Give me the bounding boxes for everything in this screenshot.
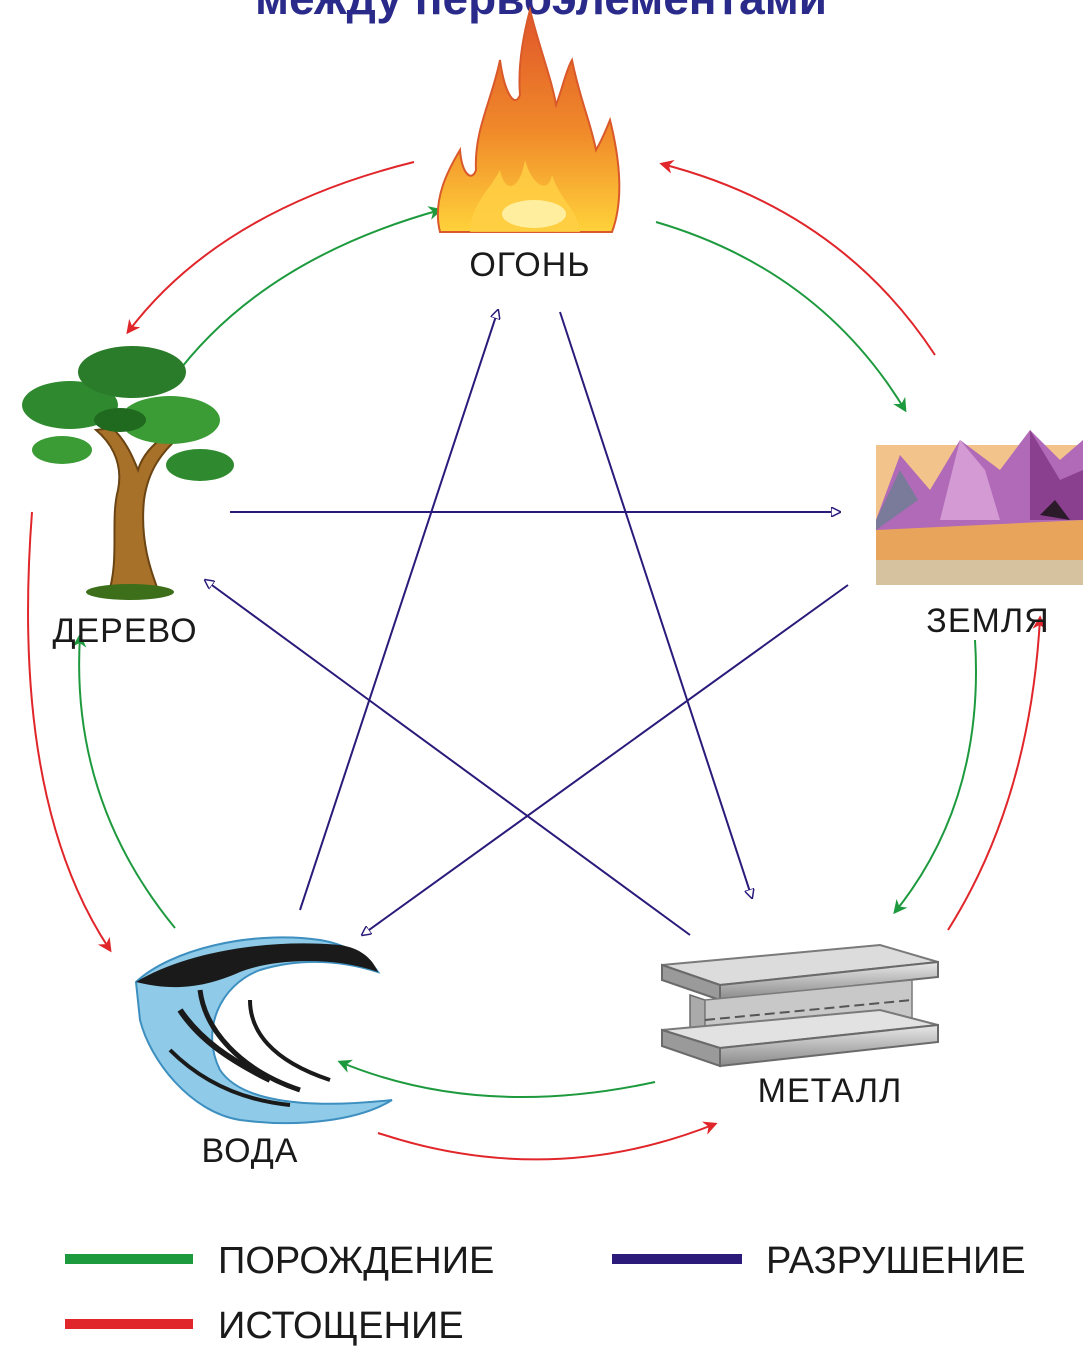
destruction-arrows	[205, 310, 848, 935]
legend-item-generation: ПОРОЖДЕНИЕ	[65, 1240, 494, 1282]
water-label: ВОДА	[202, 1132, 299, 1170]
arrow-water-to-metal	[378, 1124, 715, 1159]
legend: ПОРОЖДЕНИЕ РАЗРУШЕНИЕ ИСТОЩЕНИЕ	[65, 1240, 1026, 1347]
arrow-fire-to-metal	[560, 312, 752, 898]
tree-icon	[22, 346, 234, 600]
arrow-water-to-wood	[79, 636, 175, 928]
arrow-earth-to-water	[362, 585, 848, 935]
diagram-title: между первоэлементами	[255, 0, 827, 24]
arrow-metal-to-water	[340, 1062, 655, 1097]
earth-label: ЗЕМЛЯ	[926, 602, 1049, 640]
legend-item-destruction: РАЗРУШЕНИЕ	[612, 1240, 1026, 1282]
steel-beam-icon	[662, 945, 938, 1066]
arrow-wood-to-water	[28, 512, 110, 950]
arrow-metal-to-earth	[948, 618, 1040, 930]
arrow-earth-to-fire	[662, 164, 935, 355]
arrow-earth-to-metal	[895, 640, 976, 912]
legend-swatch-exhaustion	[65, 1319, 193, 1329]
wood-label: ДЕРЕВО	[52, 612, 197, 650]
flame-icon	[438, 10, 620, 232]
arrow-wood-to-fire	[172, 210, 440, 380]
legend-label-destruction: РАЗРУШЕНИЕ	[766, 1240, 1026, 1282]
arrow-metal-to-wood	[205, 580, 690, 935]
wave-icon	[136, 937, 392, 1123]
legend-swatch-destruction	[612, 1254, 742, 1264]
legend-item-exhaustion: ИСТОЩЕНИЕ	[65, 1305, 464, 1347]
fire-label: ОГОНЬ	[469, 246, 590, 284]
metal-label: МЕТАЛЛ	[758, 1072, 903, 1110]
legend-label-generation: ПОРОЖДЕНИЕ	[218, 1240, 494, 1282]
arrow-water-to-fire	[300, 310, 498, 910]
legend-swatch-generation	[65, 1254, 193, 1264]
arrow-fire-to-earth	[656, 222, 905, 410]
mountains-icon	[876, 430, 1083, 585]
legend-label-exhaustion: ИСТОЩЕНИЕ	[218, 1305, 464, 1347]
arrow-fire-to-wood	[128, 162, 414, 332]
